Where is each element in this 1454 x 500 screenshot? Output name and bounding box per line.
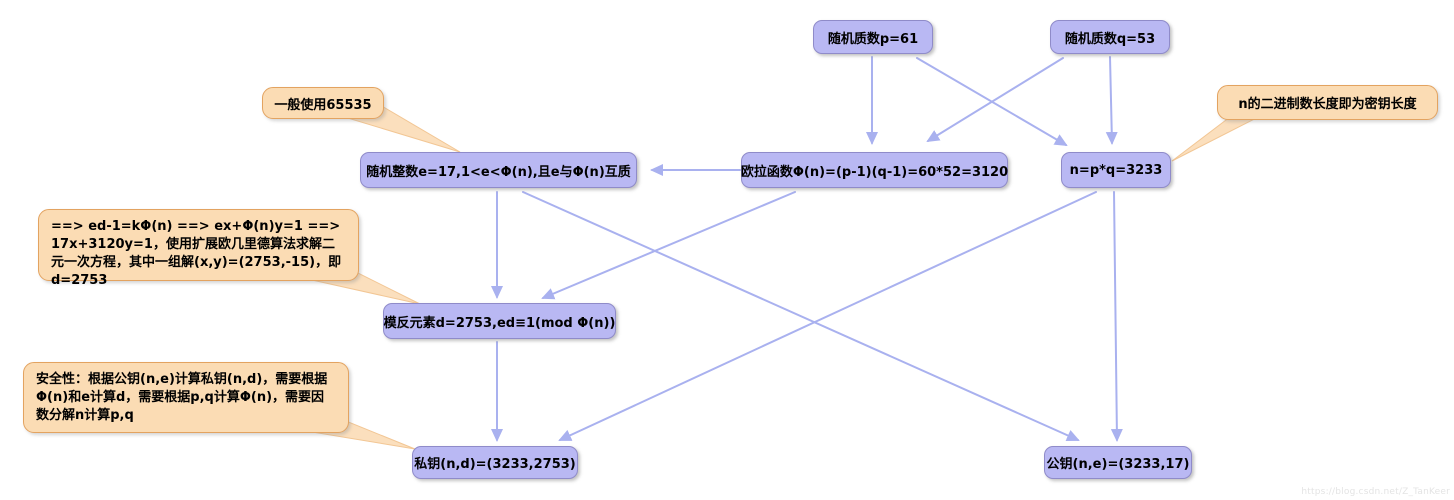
node-modulus-n: n=p*q=3233 [1061,152,1171,188]
node-random-prime-q: 随机质数q=53 [1050,20,1170,54]
node-random-integer-e: 随机整数e=17,1<e<Φ(n),且e与Φ(n)互质 [360,152,637,188]
node-euler-totient: 欧拉函数Φ(n)=(p-1)(q-1)=60*52=3120 [741,152,1008,188]
arrow-e-to-public [522,191,1080,441]
callout-extended-euclidean: ==> ed-1=kΦ(n) ==> ex+Φ(n)y=1 ==>17x+312… [38,209,359,288]
arrow-n-to-private [558,191,1097,441]
arrow-phi-to-d [541,191,796,300]
node-private-key: 私钥(n,d)=(3233,2753) [412,446,578,479]
node-random-prime-p: 随机质数p=61 [813,20,933,54]
node-public-key: 公钥(n,e)=(3233,17) [1044,446,1192,479]
arrow-n-to-public [1110,191,1123,442]
callout-security-explanation: 安全性：根据公钥(n,e)计算私钥(n,d)，需要根据Φ(n)和e计算d，需要根… [23,362,349,433]
callout-key-length: n的二进制数长度即为密钥长度 [1217,85,1438,120]
callout-e-common-value: 一般使用65535 [262,87,384,119]
arrow-q-to-n [1105,56,1118,145]
watermark-url: https://blog.csdn.net/Z_TanKeer [1301,487,1450,497]
node-modular-inverse-d: 模反元素d=2753,ed≡1(mod Φ(n)) [383,303,616,339]
arrow-q-to-phi [926,57,1064,143]
